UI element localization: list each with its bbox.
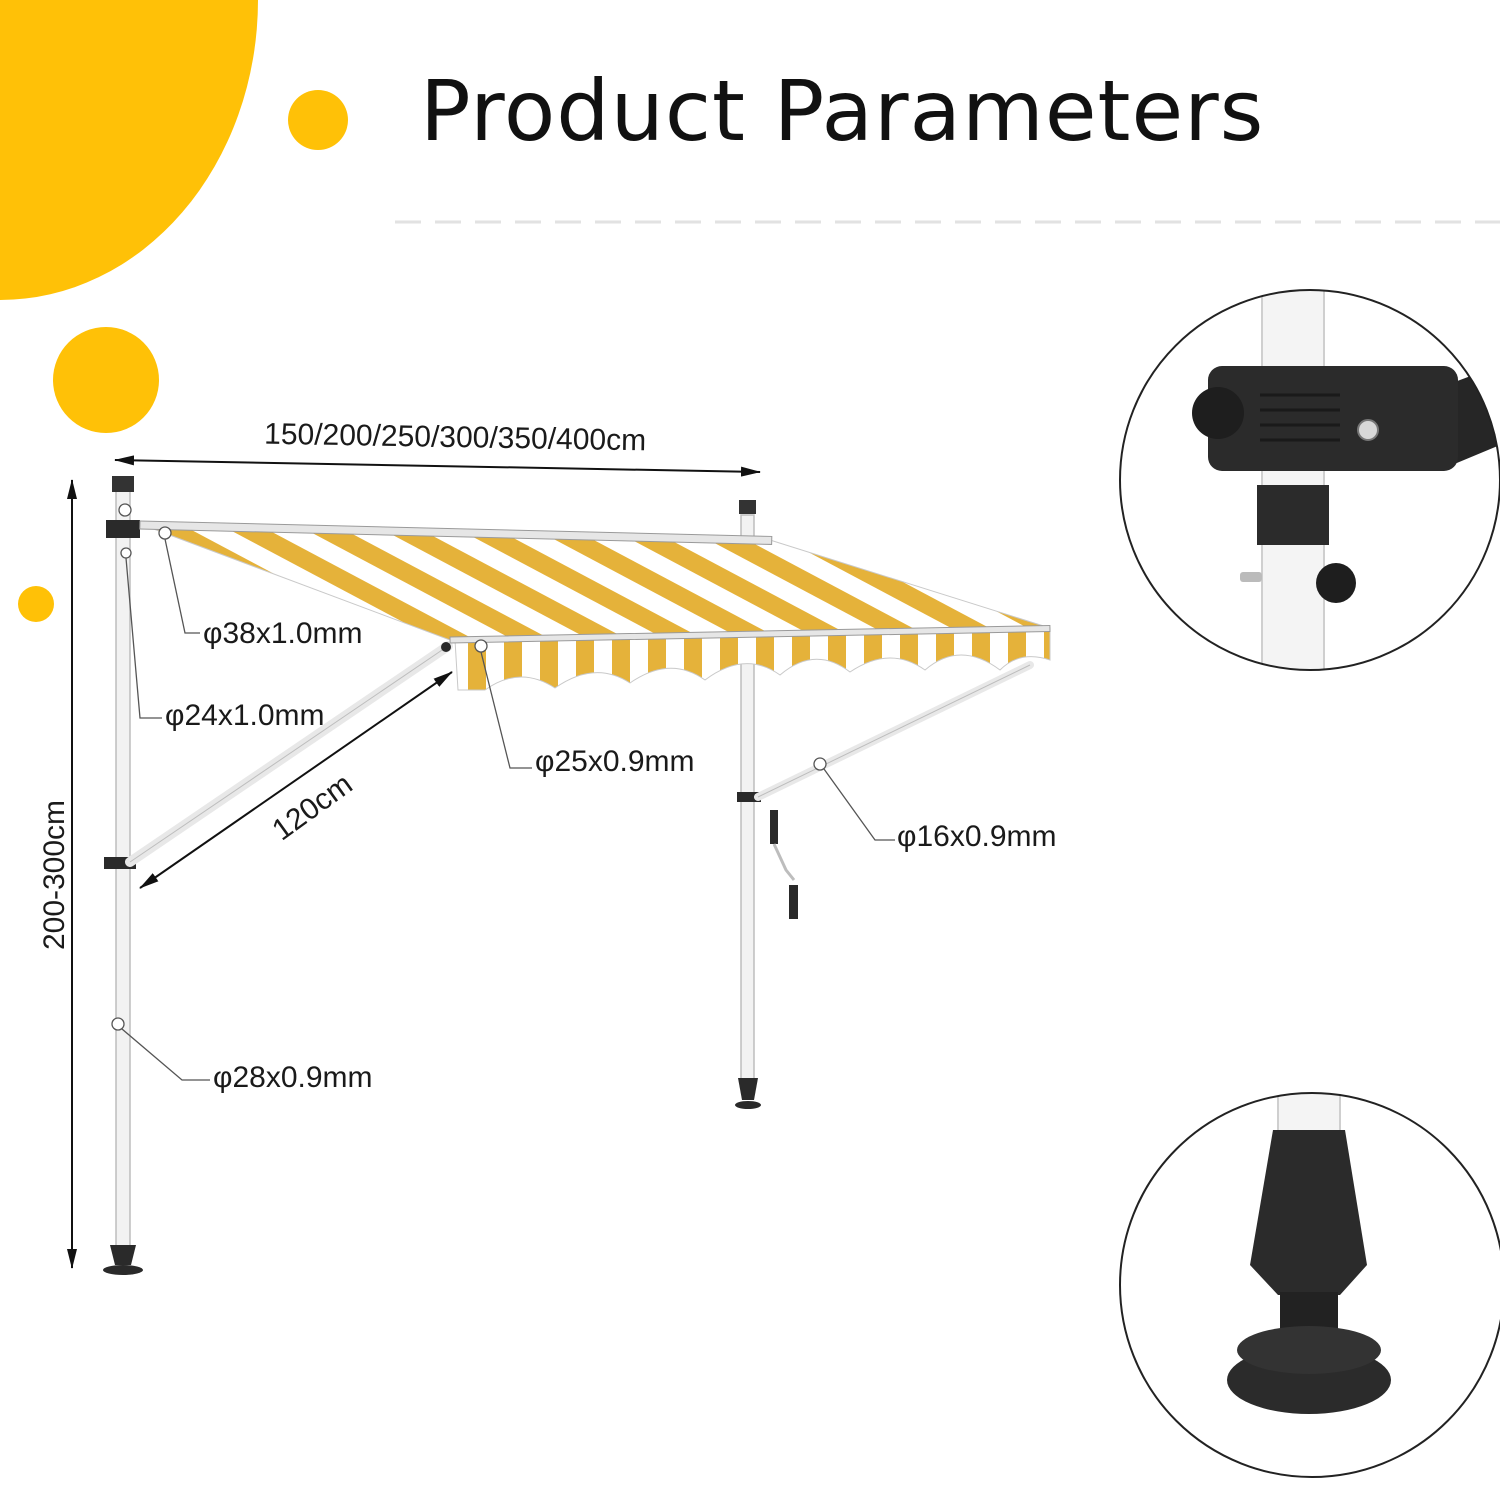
projection-dimension-line (139, 671, 453, 889)
spec-arm-mount: φ24x1.0mm (165, 699, 325, 732)
crank-handle (770, 810, 798, 919)
bracket-detail (1119, 289, 1500, 671)
accent-dot-small (288, 90, 348, 150)
foot-detail (1119, 1092, 1500, 1478)
top-roller-bar (139, 520, 773, 545)
spec-top-bar: φ38x1.0mm (203, 617, 363, 650)
corner-decoration (0, 0, 258, 300)
width-dimension-line (114, 455, 761, 477)
accent-dot-tiny (18, 586, 54, 622)
accent-dot-large (53, 327, 159, 433)
spec-front-bar: φ25x0.9mm (535, 745, 695, 778)
awning-valance (454, 627, 1051, 691)
projection-dimension-label: 120cm (266, 768, 358, 848)
height-dimension-label: 200-300cm (38, 800, 71, 950)
page-title: Product Parameters (420, 62, 1265, 160)
spec-pole: φ28x0.9mm (213, 1061, 373, 1094)
front-bar (449, 624, 1051, 644)
width-dimension-label: 150/200/250/300/350/400cm (264, 418, 647, 458)
spec-support-arm: φ16x0.9mm (897, 820, 1057, 853)
left-pole (103, 476, 143, 1275)
spec-callouts (111, 503, 895, 1081)
